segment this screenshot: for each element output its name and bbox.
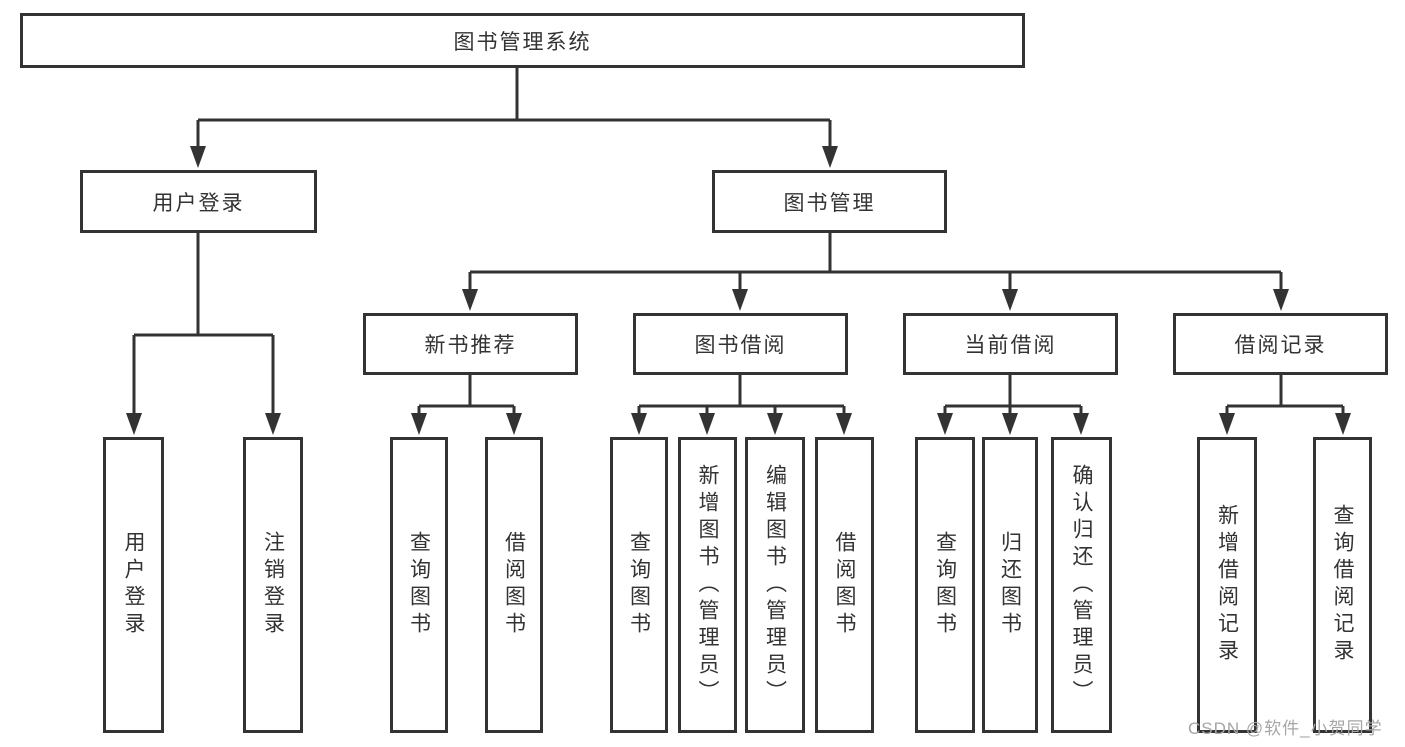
arrowhead (1073, 413, 1089, 435)
leaf-borrow-books-borrowing: 借阅图书 (815, 437, 874, 733)
arrowhead (836, 413, 852, 435)
leaf-query-books-borrowing: 查询图书 (610, 437, 668, 733)
leaf-user-login: 用户登录 (103, 437, 164, 733)
arrowhead (1002, 289, 1018, 311)
connector-current-borrowing-arrowheads (937, 413, 1089, 435)
connector-current-borrowing-to-leaves (943, 375, 1083, 416)
arrowhead (1335, 413, 1351, 435)
node-current-borrowing: 当前借阅 (903, 313, 1118, 375)
leaf-logout: 注销登录 (243, 437, 303, 733)
arrowhead (1273, 289, 1289, 311)
node-book-management: 图书管理 (712, 170, 947, 233)
connector-root-to-level2 (196, 68, 832, 150)
leaf-add-books-admin: 新增图书（管理员） (678, 437, 737, 733)
arrowhead (937, 413, 953, 435)
arrowhead (126, 413, 142, 435)
arrowhead (462, 289, 478, 311)
arrowhead (1002, 413, 1018, 435)
connector-book-management-to-sections (468, 233, 1283, 292)
arrowhead (1219, 413, 1235, 435)
arrowhead (411, 413, 427, 435)
connector-user-login-arrowheads (126, 413, 281, 435)
arrowhead (732, 289, 748, 311)
arrowhead (631, 413, 647, 435)
arrowhead (265, 413, 281, 435)
leaf-query-borrow-record: 查询借阅记录 (1313, 437, 1372, 733)
arrowhead (699, 413, 715, 435)
connector-new-book-recommend-arrowheads (411, 413, 522, 435)
leaf-borrow-books-recommend: 借阅图书 (485, 437, 543, 733)
connector-borrowing-records-to-leaves (1225, 375, 1345, 416)
leaf-query-books-current: 查询图书 (915, 437, 975, 733)
arrowhead (190, 146, 206, 168)
leaf-add-borrow-record: 新增借阅记录 (1197, 437, 1257, 733)
connector-book-borrowing-arrowheads (631, 413, 852, 435)
leaf-confirm-return-admin: 确认归还（管理员） (1051, 437, 1112, 733)
node-new-book-recommend: 新书推荐 (363, 313, 578, 375)
arrowhead (767, 413, 783, 435)
connector-book-borrowing-to-leaves (637, 375, 846, 416)
node-user-login: 用户登录 (80, 170, 317, 233)
arrowhead (506, 413, 522, 435)
leaf-query-books-recommend: 查询图书 (390, 437, 448, 733)
connector-root-arrowheads (190, 146, 838, 168)
watermark-text: CSDN @软件_小贺同学 (1188, 719, 1383, 738)
connector-sections-arrowheads (462, 289, 1289, 311)
leaf-edit-books-admin: 编辑图书（管理员） (745, 437, 805, 733)
connector-new-book-recommend-to-leaves (417, 375, 516, 416)
node-book-borrowing: 图书借阅 (633, 313, 848, 375)
node-root: 图书管理系统 (20, 13, 1025, 68)
node-borrowing-records: 借阅记录 (1173, 313, 1388, 375)
leaf-return-books: 归还图书 (982, 437, 1038, 733)
arrowhead (822, 146, 838, 168)
connector-user-login-to-leaves (132, 233, 275, 416)
connector-borrowing-records-arrowheads (1219, 413, 1351, 435)
